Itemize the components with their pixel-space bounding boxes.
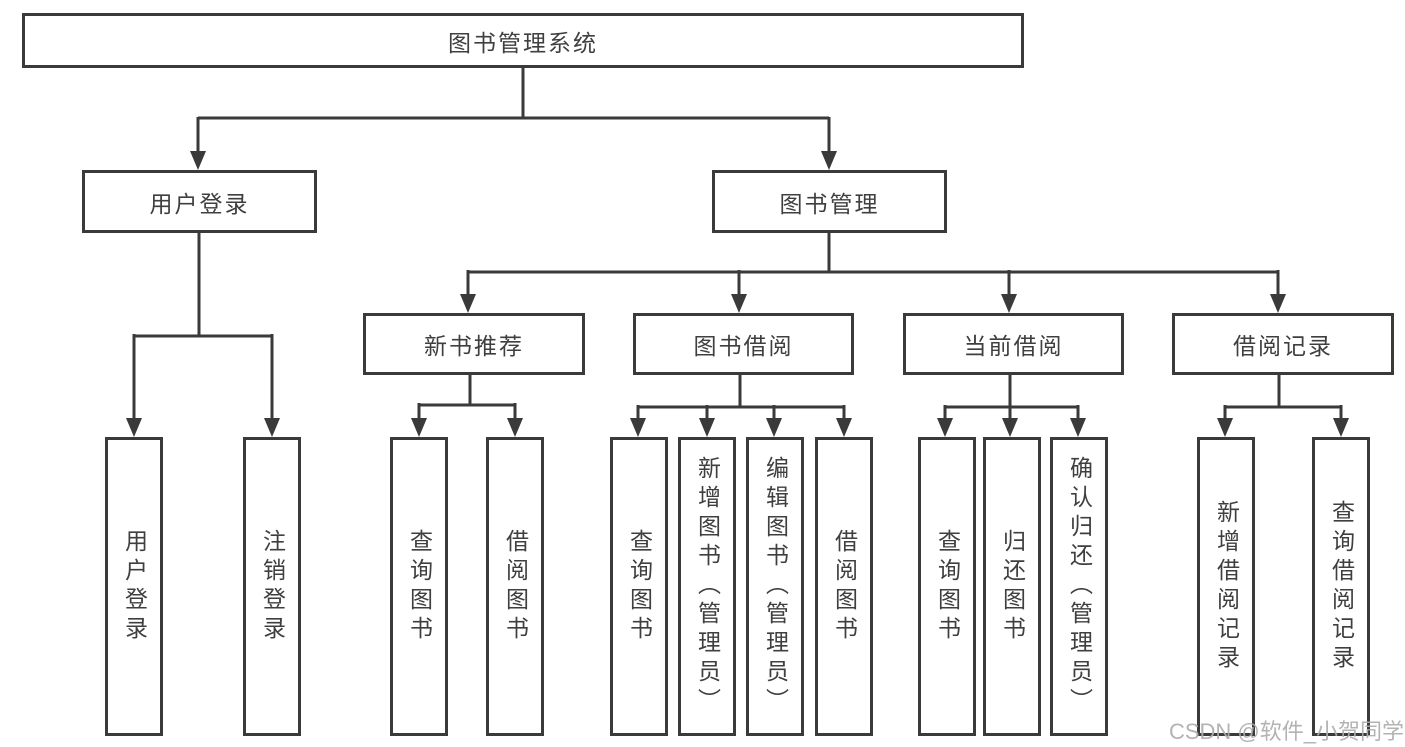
leaf-confirm-return-admin: 确认归还（管理员）: [1050, 437, 1108, 736]
arrowhead: [1217, 418, 1233, 437]
node-label: 图书借阅: [693, 333, 794, 359]
node-new-book-recommendation: 新书推荐: [363, 313, 585, 375]
arrowhead: [1333, 418, 1349, 437]
arrowhead: [699, 418, 715, 437]
leaf-add-borrow-record: 新增借阅记录: [1197, 437, 1255, 736]
leaf-query-books-borrow: 查询图书: [610, 437, 668, 736]
arrowhead: [1002, 418, 1018, 437]
node-label: 确认归还（管理员）: [1066, 456, 1093, 717]
leaf-query-books-recommend: 查询图书: [390, 437, 448, 736]
node-label: 归还图书: [999, 528, 1026, 645]
csdn-watermark: CSDN @软件_小贺同学: [1168, 719, 1404, 744]
node-book-management: 图书管理: [712, 170, 947, 233]
leaf-logout: 注销登录: [243, 437, 301, 736]
node-label: 借阅记录: [1233, 333, 1333, 359]
node-label: 借阅图书: [502, 528, 529, 645]
leaf-user-login: 用户登录: [105, 437, 163, 736]
node-label: 查询借阅记录: [1328, 499, 1355, 674]
arrowhead: [411, 418, 427, 437]
node-library-management-system: 图书管理系统: [22, 13, 1024, 68]
node-label: 查询图书: [406, 528, 433, 645]
node-label: 查询图书: [626, 528, 653, 645]
arrowhead: [1001, 294, 1017, 313]
node-book-borrowing: 图书借阅: [633, 313, 854, 375]
arrowhead: [264, 418, 280, 437]
arrowhead: [1070, 418, 1086, 437]
leaf-borrow-books-recommend: 借阅图书: [486, 437, 544, 736]
node-label: 查询图书: [934, 528, 961, 645]
arrowhead: [507, 418, 523, 437]
node-current-borrowing: 当前借阅: [903, 313, 1124, 375]
arrowhead: [766, 418, 782, 437]
leaf-query-borrow-record: 查询借阅记录: [1312, 437, 1370, 736]
arrowhead: [630, 418, 646, 437]
node-label: 图书管理: [779, 190, 880, 217]
node-label: 编辑图书（管理员）: [762, 456, 789, 717]
leaf-query-books-current: 查询图书: [918, 437, 976, 736]
leaf-add-book-admin: 新增图书（管理员）: [678, 437, 736, 736]
node-label: 当前借阅: [963, 333, 1064, 359]
arrowhead: [821, 151, 837, 170]
arrowhead: [190, 151, 206, 170]
node-label: 新书推荐: [424, 333, 524, 359]
node-label: 用户登录: [149, 190, 250, 217]
arrowhead: [836, 418, 852, 437]
node-label: 注销登录: [259, 528, 286, 645]
node-user-login: 用户登录: [82, 170, 317, 233]
node-label: 用户登录: [121, 528, 148, 645]
node-borrowing-records: 借阅记录: [1172, 313, 1394, 375]
leaf-return-books: 归还图书: [983, 437, 1041, 736]
node-label: 借阅图书: [831, 528, 858, 645]
arrowhead: [460, 294, 476, 313]
node-label: 图书管理系统: [448, 29, 598, 56]
leaf-borrow-books: 借阅图书: [815, 437, 873, 736]
node-label: 新增借阅记录: [1213, 499, 1240, 674]
leaf-edit-book-admin: 编辑图书（管理员）: [746, 437, 804, 736]
arrowhead: [731, 294, 747, 313]
arrowhead: [1270, 294, 1286, 313]
arrowhead: [126, 418, 142, 437]
arrowhead: [937, 418, 953, 437]
node-label: 新增图书（管理员）: [694, 456, 721, 717]
